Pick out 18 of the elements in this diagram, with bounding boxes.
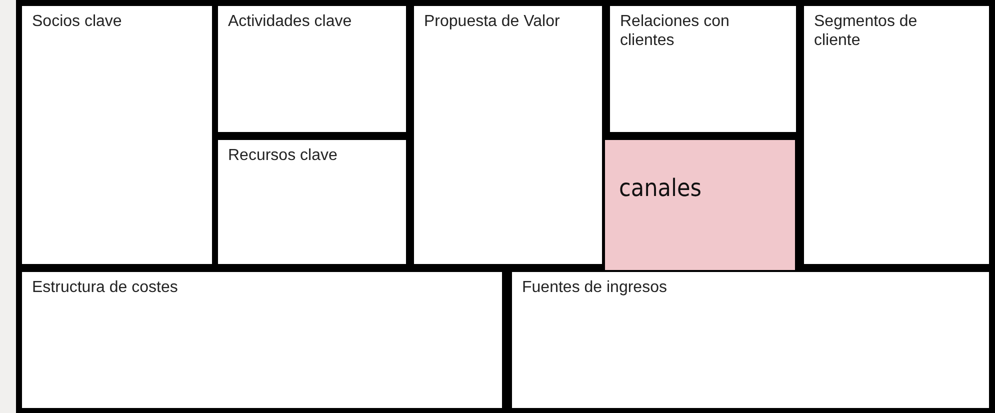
canvas-block (512, 272, 989, 408)
canvas-block (610, 6, 796, 132)
block-title: Recursos clave (228, 146, 338, 165)
canvas-block (218, 6, 406, 132)
canvas-block (414, 6, 602, 264)
canvas-block (22, 6, 212, 264)
canvas-block (22, 272, 502, 408)
block-title: Estructura de costes (32, 278, 179, 297)
canvas-block (218, 140, 406, 264)
block-title: Actividades clave (228, 12, 353, 31)
highlighted-canvas-block (605, 140, 795, 270)
block-title: Segmentos de cliente (814, 12, 918, 50)
block-title: Fuentes de ingresos (522, 278, 668, 297)
canvas-block (804, 6, 989, 264)
block-title: Propuesta de Valor (424, 12, 561, 31)
block-title: Socios clave (32, 12, 123, 31)
block-title: canales (619, 174, 703, 202)
block-title: Relaciones con clientes (620, 12, 730, 50)
